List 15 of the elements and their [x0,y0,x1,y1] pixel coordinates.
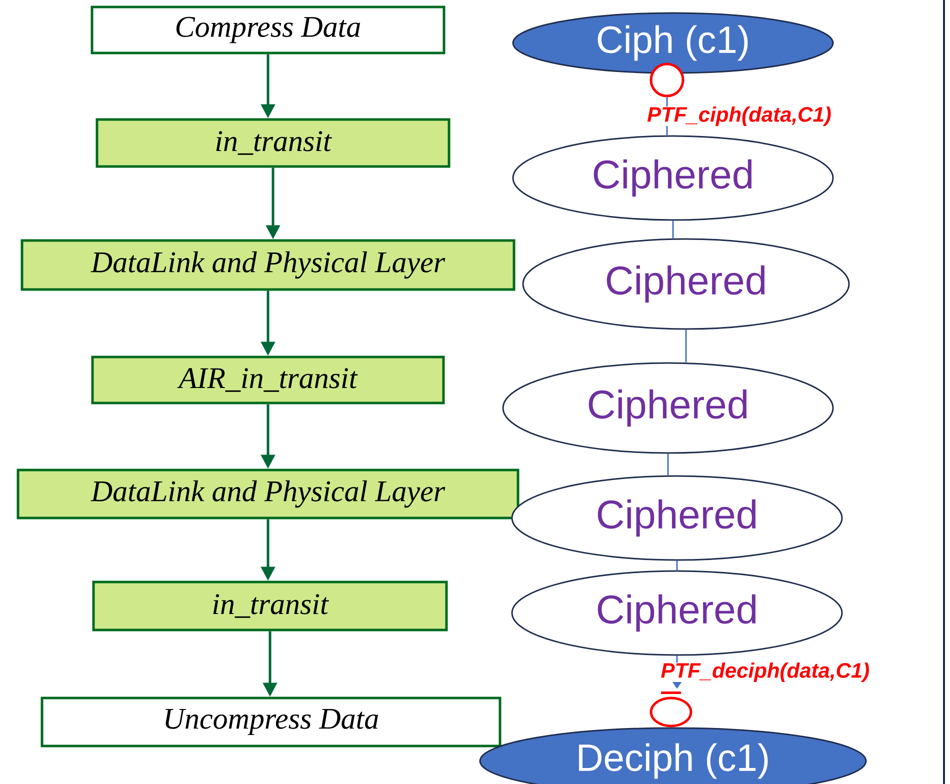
process-box: in_transit [92,580,448,632]
connector-line [676,560,678,570]
port-circle [650,62,684,98]
process-box: Uncompress Data [40,696,502,748]
port-circle [650,692,692,728]
process-box: DataLink and Physical Layer [16,468,520,520]
edge-label: PTF_deciph(data,C1) [660,662,870,682]
connector-line [672,220,674,238]
connector-line [685,330,687,362]
process-box: AIR_in_transit [91,356,445,404]
process-box: in_transit [96,118,450,168]
process-box: Compress Data [90,6,446,54]
edge-label: PTF_ciph(data,C1) [647,106,832,126]
process-box: DataLink and Physical Layer [20,239,516,291]
connector-line [667,454,669,476]
